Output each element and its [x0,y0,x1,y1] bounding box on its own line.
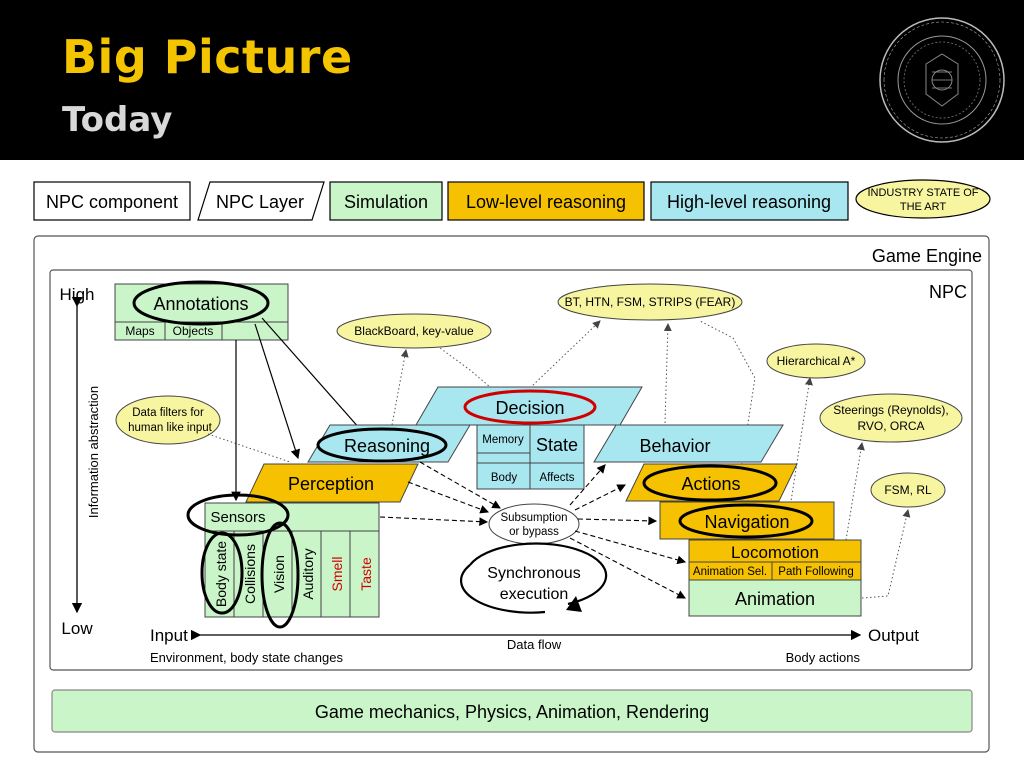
npc-label: NPC [929,282,967,302]
svg-text:INDUSTRY STATE OF: INDUSTRY STATE OF [867,187,978,199]
sensor-vision: Vision [271,555,287,593]
navigation-layer: Navigation [659,501,835,540]
svg-text:NPC Layer: NPC Layer [216,192,304,212]
industry-hierarchical-astar: Hierarchical A* [766,343,866,379]
legend-high-level: High-level reasoning [650,181,849,221]
flow-arrows [379,461,687,599]
svg-text:Perception: Perception [288,474,374,494]
sensor-smell: Smell [329,556,345,591]
sensor-body-state: Body state [213,541,229,607]
svg-text:human like input: human like input [128,422,213,434]
svg-text:Subsumption: Subsumption [500,512,567,524]
svg-text:Animation Sel.: Animation Sel. [693,566,767,578]
slide-subtitle: Today [62,100,173,140]
decision-layer: Decision [415,386,643,426]
sensor-collisions: Collisions [242,544,258,604]
svg-text:execution: execution [500,586,569,603]
abstraction-axis: High Low Information abstraction [60,285,101,638]
actions-layer: Actions [625,463,798,502]
sensor-auditory: Auditory [300,548,316,599]
data-flow-axis: Input Output Data flow Environment, body… [150,626,919,665]
svg-text:Annotations: Annotations [153,294,248,314]
reasoning-layer: Reasoning [307,424,471,463]
legend-npc-layer: NPC Layer [197,181,325,221]
svg-text:High-level reasoning: High-level reasoning [667,192,831,212]
svg-text:High: High [60,285,95,304]
state-box: Memory State Body Affects [476,424,585,490]
svg-text:Actions: Actions [681,474,740,494]
svg-text:Decision: Decision [495,398,564,418]
subsumption-node: Subsumption or bypass [488,503,580,545]
svg-text:Simulation: Simulation [344,192,428,212]
industry-bt-htn: BT, HTN, FSM, STRIPS (FEAR) [557,283,743,321]
svg-text:RVO, ORCA: RVO, ORCA [857,419,924,433]
legend-low-level: Low-level reasoning [447,181,645,221]
svg-text:Memory: Memory [482,434,524,446]
svg-text:Hierarchical A*: Hierarchical A* [777,354,856,368]
svg-text:Affects: Affects [540,472,575,484]
legend-npc-component: NPC component [33,181,191,221]
svg-text:Behavior: Behavior [639,436,710,456]
university-seal-icon [879,17,1005,143]
svg-text:Synchronous: Synchronous [487,565,580,582]
svg-text:Steerings (Reynolds),: Steerings (Reynolds), [833,403,948,417]
industry-fsm-rl: FSM, RL [870,472,946,508]
svg-text:Animation: Animation [735,589,815,609]
industry-steerings: Steerings (Reynolds), RVO, ORCA [819,393,963,443]
svg-text:Information abstraction: Information abstraction [86,386,101,518]
slide-header: Big Picture Today [0,0,1024,160]
annotations-box: Annotations Maps Objects [114,280,289,341]
svg-text:Path Following: Path Following [778,566,853,578]
svg-text:Navigation: Navigation [704,512,789,532]
svg-text:Input: Input [150,626,188,645]
legend: NPC component NPC Layer Simulation Low-l… [33,179,991,221]
svg-text:Output: Output [868,626,919,645]
svg-text:Locomotion: Locomotion [731,543,819,562]
svg-text:NPC component: NPC component [46,192,178,212]
sensor-taste: Taste [358,557,374,591]
slide-title: Big Picture [62,30,353,84]
svg-text:or bypass: or bypass [509,526,559,538]
svg-text:BT, HTN, FSM, STRIPS (FEAR): BT, HTN, FSM, STRIPS (FEAR) [565,295,736,309]
svg-text:State: State [536,435,578,455]
svg-text:Sensors: Sensors [210,509,265,526]
svg-text:Body: Body [491,472,517,484]
svg-text:Data flow: Data flow [507,637,562,652]
svg-text:Environment, body state change: Environment, body state changes [150,650,343,665]
svg-text:FSM, RL: FSM, RL [884,483,932,497]
behavior-layer: Behavior [593,424,784,463]
svg-text:THE ART: THE ART [900,201,947,213]
svg-text:Maps: Maps [125,324,154,338]
npc-architecture-diagram: NPC component NPC Layer Simulation Low-l… [33,179,991,753]
engine-bar: Game mechanics, Physics, Animation, Rend… [51,689,973,733]
svg-text:Low: Low [61,619,93,638]
svg-text:Game mechanics, Physics, Anima: Game mechanics, Physics, Animation, Rend… [315,702,709,722]
svg-text:Reasoning: Reasoning [344,436,430,456]
perception-layer: Perception [245,463,419,503]
industry-blackboard: BlackBoard, key-value [336,313,492,349]
industry-data-filters: Data filters for human like input [115,395,221,445]
animation-box: Animation [688,579,862,617]
locomotion-box: Locomotion Animation Sel. Path Following [688,539,862,581]
sensors-box: Sensors Body state Collisions Vision Aud… [186,493,380,629]
game-engine-label: Game Engine [872,246,982,266]
legend-industry: INDUSTRY STATE OF THE ART [855,179,991,219]
svg-text:BlackBoard, key-value: BlackBoard, key-value [354,324,474,338]
annotation-arrows [231,317,369,502]
svg-text:Objects: Objects [173,324,214,338]
synchronous-execution: Synchronous execution [459,542,608,614]
legend-simulation: Simulation [329,181,443,221]
svg-text:Body actions: Body actions [786,650,861,665]
svg-text:Data filters for: Data filters for [132,407,204,419]
svg-text:Low-level reasoning: Low-level reasoning [466,192,626,212]
